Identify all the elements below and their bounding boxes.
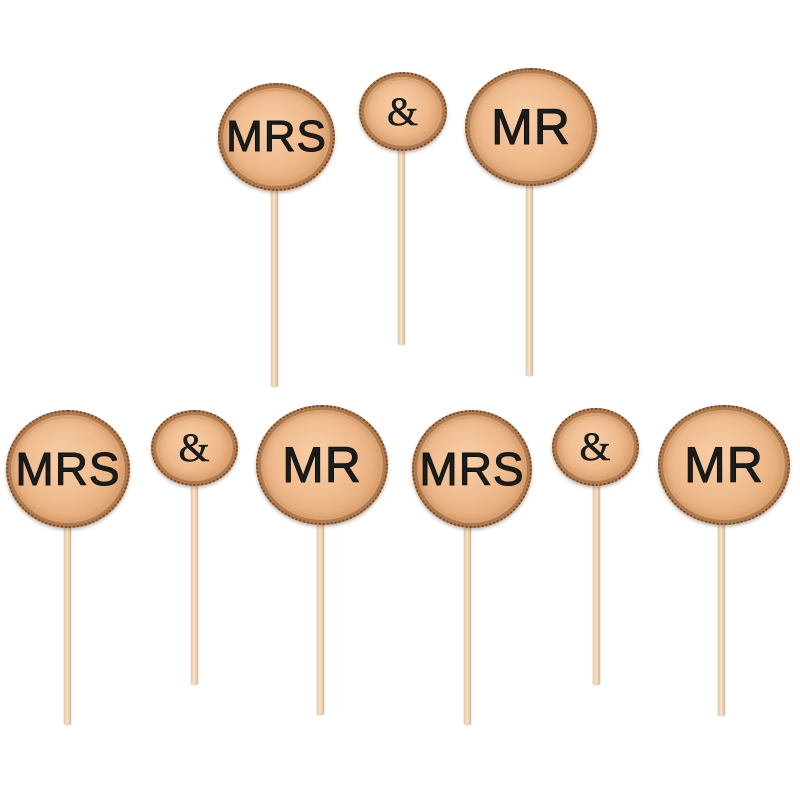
wood-slice: MR: [658, 405, 790, 525]
wooden-stick: [398, 140, 405, 345]
wood-slice: &: [151, 410, 238, 486]
wooden-stick: [464, 520, 471, 725]
wooden-stick: [64, 520, 71, 725]
wood-slice: MR: [465, 68, 597, 186]
wood-slice: &: [552, 408, 639, 486]
topper-label: MR: [684, 437, 764, 493]
topper-label: &: [178, 425, 211, 470]
topper-label: &: [579, 424, 612, 469]
wood-slice: MRS: [412, 410, 532, 528]
topper-label: MR: [282, 437, 362, 493]
topper-label: &: [386, 88, 420, 134]
wooden-stick: [593, 475, 600, 685]
wooden-stick: [526, 178, 533, 376]
topper-label: MRS: [419, 443, 525, 495]
wooden-stick: [718, 518, 725, 716]
wood-slice: MRS: [218, 83, 335, 191]
topper-label: MRS: [15, 443, 121, 495]
wood-slice: MR: [256, 405, 388, 525]
wooden-stick: [191, 475, 198, 685]
wood-slice: MRS: [6, 410, 130, 528]
wooden-stick: [317, 515, 324, 715]
wood-slice: &: [359, 72, 447, 151]
wooden-stick: [271, 185, 278, 387]
topper-label: MR: [491, 99, 571, 155]
topper-label: MRS: [226, 112, 327, 161]
